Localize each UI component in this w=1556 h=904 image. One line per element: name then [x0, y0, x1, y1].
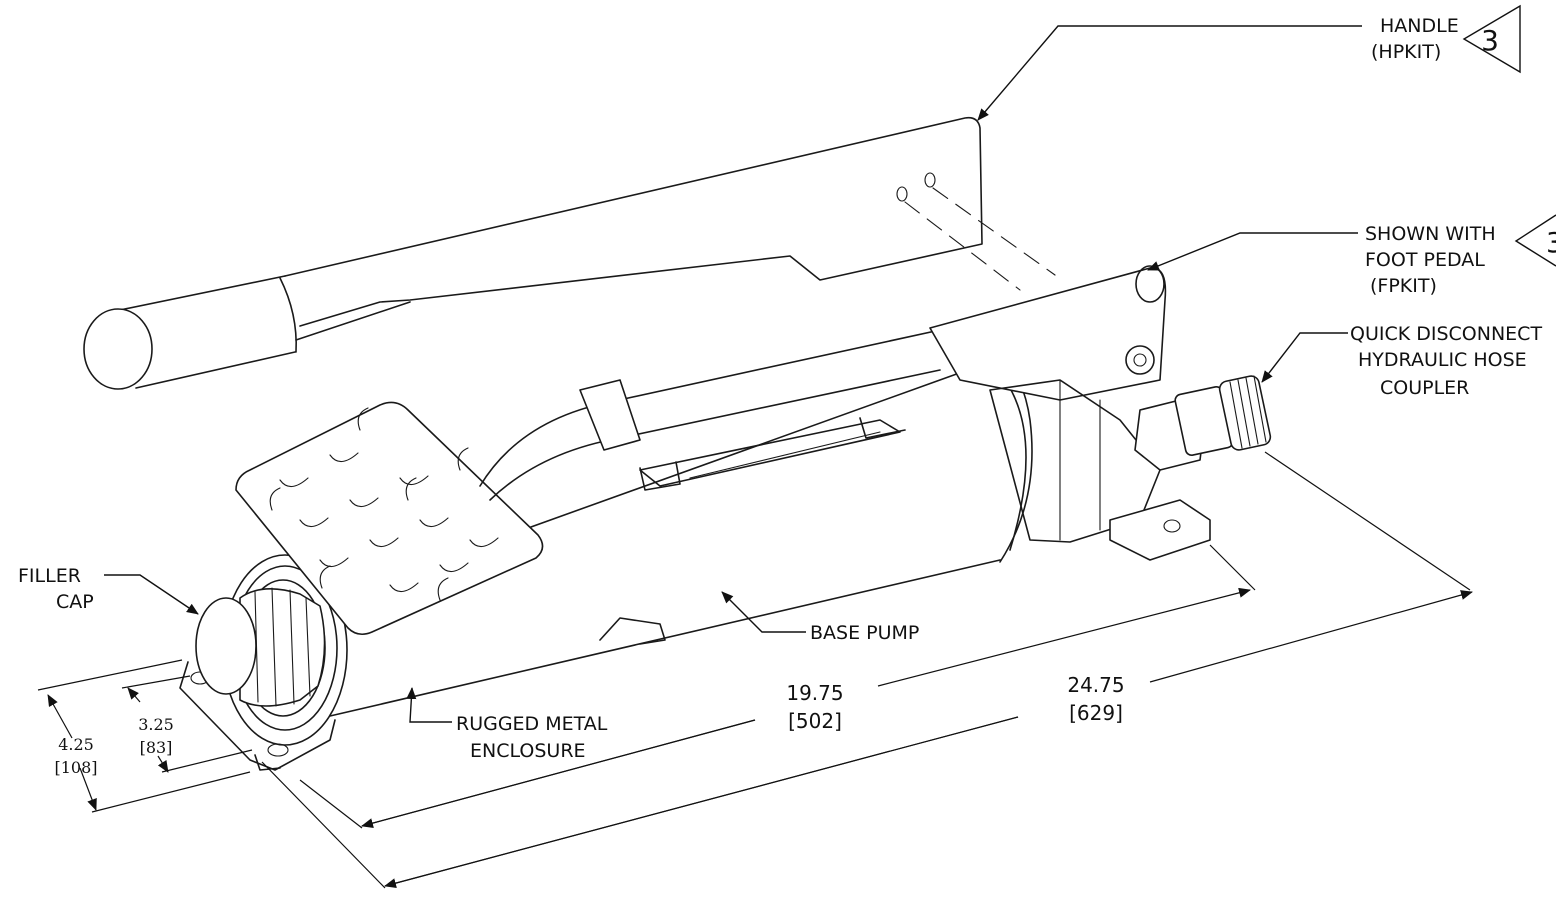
base-pump-label: BASE PUMP — [810, 622, 919, 644]
dim-inner-length-mm: [502] — [788, 709, 842, 733]
handle — [83, 116, 1056, 390]
dim-outer-height-mm: [108] — [54, 758, 97, 777]
pedal-label-line2: FOOT PEDAL — [1365, 249, 1485, 271]
dim-inner-height-in: 3.25 — [138, 715, 174, 734]
coupler-label-line1: QUICK DISCONNECT — [1350, 323, 1542, 345]
leader-lines — [104, 25, 1362, 723]
labels: HANDLE (HPKIT) 3 SHOWN WITH FOOT PEDAL (… — [18, 15, 1556, 777]
handle-label-line2: (HPKIT) — [1371, 41, 1441, 63]
dim-inner-height-mm: [83] — [140, 738, 173, 757]
dim-outer-length-in: 24.75 — [1067, 673, 1124, 697]
filler-cap — [195, 587, 326, 707]
coupler-label-line2: HYDRAULIC HOSE — [1358, 349, 1527, 371]
pedal-note-triangle — [1514, 214, 1556, 267]
dim-inner-length-in: 19.75 — [786, 681, 843, 705]
dim-outer-length-mm: [629] — [1069, 701, 1123, 725]
dim-outer-height-in: 4.25 — [58, 735, 94, 754]
pedal-label-line1: SHOWN WITH — [1365, 223, 1496, 245]
enclosure-label-line2: ENCLOSURE — [470, 740, 586, 762]
dimensions — [37, 451, 1473, 889]
handle-label-line1: HANDLE — [1380, 15, 1459, 37]
foot-pedal — [235, 329, 941, 636]
hose-coupler — [1134, 375, 1272, 471]
pedal-note-number: 3 — [1546, 226, 1556, 259]
enclosure-label-line1: RUGGED METAL — [456, 713, 608, 735]
pump-head — [599, 265, 1211, 645]
handle-note-triangle — [1462, 4, 1521, 74]
filler-label-line2: CAP — [56, 591, 94, 613]
coupler-label-line3: COUPLER — [1380, 377, 1469, 399]
handle-note-number: 3 — [1481, 24, 1499, 57]
handle-grip-end — [83, 308, 153, 390]
pedal-label-line3: (FPKIT) — [1370, 275, 1437, 297]
filler-label-line1: FILLER — [18, 565, 81, 587]
